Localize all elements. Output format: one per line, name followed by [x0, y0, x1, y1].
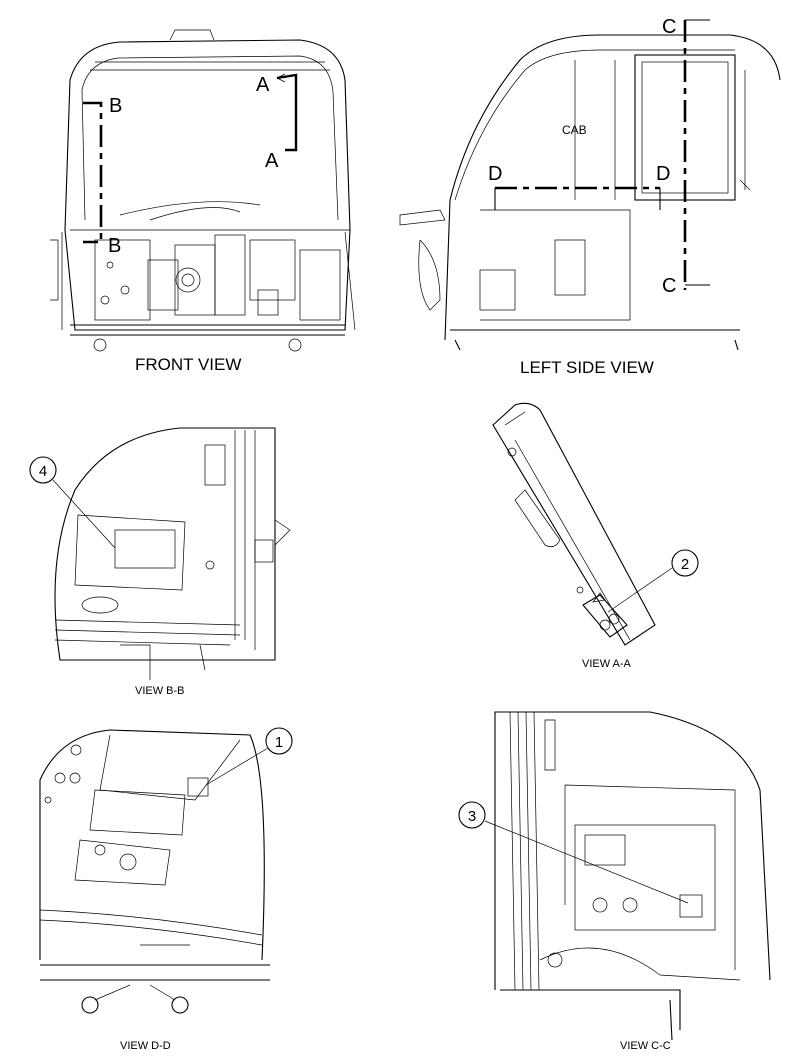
view-c-c	[458, 711, 771, 1041]
front-view	[50, 29, 356, 352]
front-view-title: FRONT VIEW	[135, 355, 241, 374]
view-b-b	[29, 427, 291, 680]
section-letter-a-top: A	[256, 74, 270, 96]
callout-3: 3	[468, 808, 476, 825]
callout-2: 2	[681, 556, 689, 573]
section-letter-b-bottom: B	[108, 235, 121, 257]
callout-1: 1	[275, 734, 283, 751]
view-b-b-title: VIEW B-B	[135, 685, 185, 697]
view-a-a-title: VIEW A-A	[582, 658, 632, 670]
view-d-d	[39, 727, 293, 1014]
section-letter-c-top: C	[662, 16, 676, 38]
callout-4: 4	[39, 463, 47, 480]
section-letter-b-top: B	[109, 95, 122, 117]
view-a-a	[492, 402, 699, 646]
cab-label: CAB	[562, 123, 587, 137]
left-side-view-title: LEFT SIDE VIEW	[520, 358, 654, 377]
section-letter-d-right: D	[656, 163, 670, 185]
section-letter-c-bottom: C	[662, 275, 676, 297]
section-letter-d-left: D	[488, 163, 502, 185]
left-side-view	[399, 19, 781, 351]
view-c-c-title: VIEW C-C	[620, 1040, 671, 1052]
view-d-d-title: VIEW D-D	[120, 1040, 171, 1052]
section-letter-a-bottom: A	[265, 150, 279, 172]
